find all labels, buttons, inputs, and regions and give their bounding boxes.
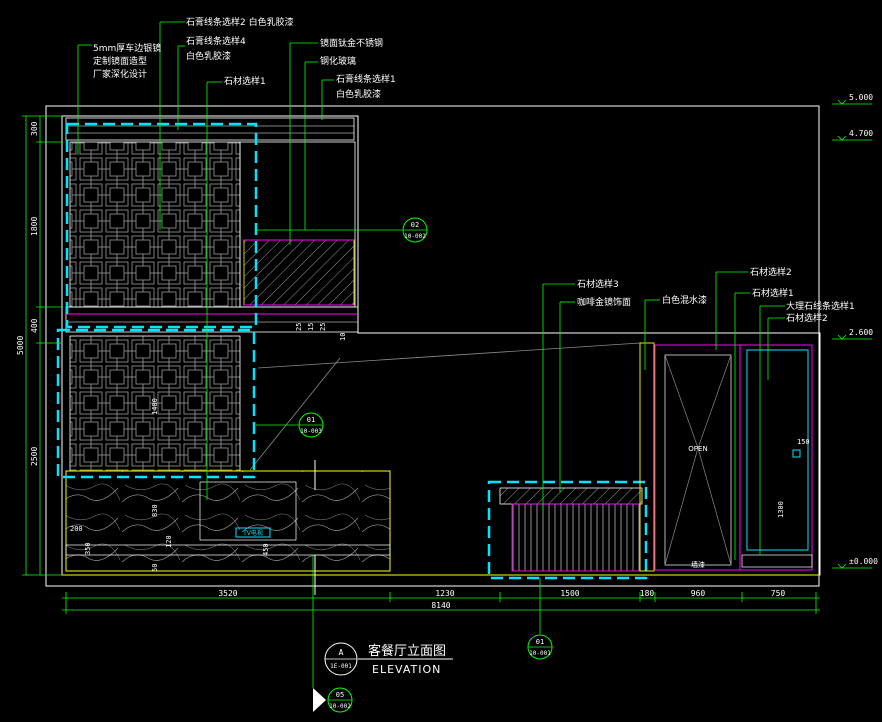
idim-450: 450 xyxy=(262,543,270,556)
idim-830: 830 xyxy=(151,504,159,517)
tv-label: TV电视 xyxy=(242,529,263,537)
lower-lattice-panel xyxy=(69,335,241,472)
vdim-2500: 2500 xyxy=(30,447,39,466)
hdim-180: 180 xyxy=(640,589,655,598)
callout-white-paint: 白色混水漆 xyxy=(662,294,707,306)
callout-marble-line: 大理石线条选样1 xyxy=(786,300,855,312)
detail-box-sideboard xyxy=(487,480,648,580)
detail-box-upper xyxy=(65,122,258,329)
callout-stone-1: 石材选样1 xyxy=(224,75,266,87)
idim-50: 50 xyxy=(151,564,159,572)
hdim-total-8140: 8140 xyxy=(431,601,450,610)
detail-box-lower xyxy=(56,328,256,479)
vdim-400: 400 xyxy=(30,318,39,333)
svg-text:10-003: 10-003 xyxy=(300,428,322,435)
callout-mirror-3: 厂家深化设计 xyxy=(93,68,147,80)
hdim-960: 960 xyxy=(691,589,706,598)
level-4700: 4.700 xyxy=(849,129,873,138)
callout-gypsum-2: 石膏线条选样2 白色乳胶漆 xyxy=(186,16,294,28)
level-markers xyxy=(832,99,872,569)
callout-mirror-2: 定制镜面造型 xyxy=(93,55,147,67)
callout-stone-1b: 石材选样1 xyxy=(752,287,794,299)
door-frame xyxy=(654,344,741,571)
svg-text:02: 02 xyxy=(411,221,419,229)
mirror-panel xyxy=(746,349,809,551)
idim-150: 150 xyxy=(797,438,810,446)
section-marker-01b: 01 10-001 xyxy=(527,634,553,660)
idim-25b: 25 xyxy=(319,323,327,331)
title-english: ELEVATION xyxy=(372,663,441,676)
upper-lattice-panel xyxy=(69,141,241,308)
callout-gypsum-1-paint: 白色乳胶漆 xyxy=(336,88,381,100)
idim-120: 120 xyxy=(165,535,173,548)
section-marker-05: 05 10-002 xyxy=(313,687,353,713)
title-marker-letter: A xyxy=(339,648,344,657)
hdim-1230: 1230 xyxy=(435,589,454,598)
title-marker-sheet: 1E-001 xyxy=(330,663,352,670)
svg-text:10-001: 10-001 xyxy=(529,650,551,657)
tv-tag xyxy=(235,527,271,538)
callout-mirror-1: 5mm厚车边银镜 xyxy=(93,42,161,54)
idim-350: 350 xyxy=(84,542,92,555)
idim-200: 200 xyxy=(70,525,83,533)
hdim-750: 750 xyxy=(771,589,786,598)
title-chinese: 客餐厅立面图 xyxy=(368,643,446,659)
cornice-top xyxy=(65,117,355,141)
callout-gypsum-1: 石膏线条选样1 xyxy=(336,73,396,85)
outer-frame xyxy=(45,105,820,587)
hdim-1500: 1500 xyxy=(560,589,579,598)
level-5000: 5.000 xyxy=(849,93,873,102)
idim-1300: 1300 xyxy=(777,501,785,518)
callout-gypsum-4-paint: 白色乳胶漆 xyxy=(186,50,231,62)
drawing-title-block: A 1E-001 客餐厅立面图 ELEVATION xyxy=(324,642,453,676)
idim-10: 10 xyxy=(339,333,347,341)
callout-gypsum-4: 石膏线条选样4 xyxy=(186,35,246,47)
hdim-3520: 3520 xyxy=(218,589,237,598)
svg-text:01: 01 xyxy=(536,638,544,646)
callout-gold-mirror: 咖啡金镜饰面 xyxy=(577,296,631,308)
marble-tv-wall xyxy=(65,470,391,572)
door-tag: 墙漆 xyxy=(691,560,705,569)
section-marker-02: 02 10-002 xyxy=(402,217,428,243)
idim-25a: 25 xyxy=(295,323,303,331)
callout-stone-2b: 石材选样2 xyxy=(786,312,828,324)
glass-panel xyxy=(243,239,355,306)
section-marker-01a: 01 10-003 xyxy=(298,412,324,438)
level-2600: 2.600 xyxy=(849,328,873,337)
callout-tempered-glass: 钢化玻璃 xyxy=(320,55,356,67)
svg-text:01: 01 xyxy=(307,416,315,424)
idim-1400: 1400 xyxy=(151,398,159,415)
callout-stone-2a: 石材选样2 xyxy=(750,266,792,278)
leader-lines xyxy=(77,21,785,688)
vertical-dimensions xyxy=(22,115,62,576)
level-0: ±0.000 xyxy=(849,557,878,566)
vdim-5000: 5000 xyxy=(16,336,25,355)
vdim-300: 300 xyxy=(30,121,39,136)
svg-text:10-002: 10-002 xyxy=(329,703,351,710)
callout-stone-3: 石材选样3 xyxy=(577,278,619,290)
horizontal-dimensions xyxy=(62,592,820,614)
svg-text:05: 05 xyxy=(336,691,344,699)
svg-text:10-002: 10-002 xyxy=(404,233,426,240)
open-tag: OPEN xyxy=(688,445,707,453)
sideboard xyxy=(511,503,641,572)
vdim-1800: 1800 xyxy=(30,217,39,236)
callout-titanium-steel: 镜面钛金不锈钢 xyxy=(320,37,383,49)
idim-15: 15 xyxy=(307,323,315,331)
